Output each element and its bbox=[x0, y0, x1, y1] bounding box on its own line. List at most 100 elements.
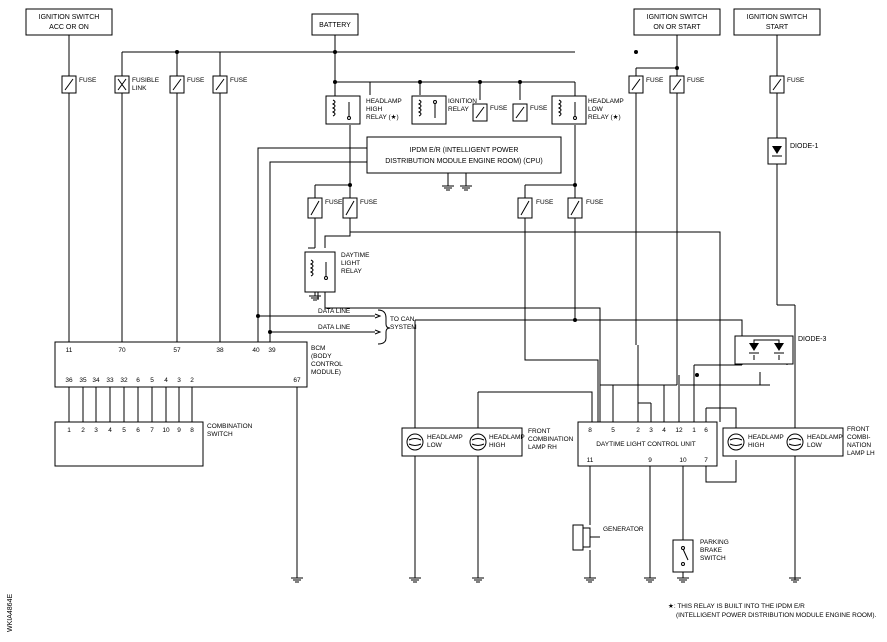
fuse-hl-low-b-label: FUSE bbox=[586, 199, 604, 206]
bcm-pin-67: 67 bbox=[293, 377, 301, 384]
ipdm-box: IPDM E/R (INTELLIGENT POWER DISTRIBUTION… bbox=[366, 136, 562, 191]
comb-switch-line1: COMBINATION bbox=[207, 423, 253, 430]
bcm-label-2: (BODY bbox=[311, 353, 332, 360]
dlcu-pin-3: 3 bbox=[649, 427, 653, 434]
bcm-pin-6: 6 bbox=[136, 377, 140, 384]
footnote-line1: ★: THIS RELAY IS BUILT INTO THE IPDM E/R bbox=[668, 602, 805, 610]
source-ign-start-line1: IGNITION SWITCH bbox=[747, 14, 808, 21]
rh-low-line1: HEADLAMP bbox=[427, 434, 463, 441]
ignition-relay-line1: IGNITION bbox=[448, 98, 477, 105]
comb-switch-line2: SWITCH bbox=[207, 431, 233, 438]
data-line-1-label: DATA LINE bbox=[318, 308, 351, 315]
daytime-light-control-unit: 8 5 2 3 4 12 1 6 DAYTIME LIGHT CONTROL U… bbox=[577, 421, 718, 467]
front-combination-lamp-rh: HEADLAMP LOW HEADLAMP HIGH FRONT COMBINA… bbox=[401, 427, 574, 457]
dlcu-pin-9: 9 bbox=[648, 457, 652, 464]
ground-symbols bbox=[291, 577, 801, 583]
dlcu-pin-1: 1 bbox=[692, 427, 696, 434]
comb-pin-6: 6 bbox=[136, 427, 140, 434]
bcm-pin-3: 3 bbox=[177, 377, 181, 384]
comb-pin-8: 8 bbox=[190, 427, 194, 434]
diode-1-label: DIODE-1 bbox=[790, 143, 819, 150]
rh-label-2: COMBINATION bbox=[528, 436, 574, 443]
dlcu-pin-12: 12 bbox=[675, 427, 683, 434]
headlamp-low-relay: HEADLAMP LOW RELAY (★) bbox=[551, 95, 624, 125]
source-ign-on-start-line1: IGNITION SWITCH bbox=[647, 14, 708, 21]
comb-pin-3: 3 bbox=[94, 427, 98, 434]
comb-pin-4: 4 bbox=[108, 427, 112, 434]
daytime-light-relay: DAYTIME LIGHT RELAY bbox=[304, 251, 370, 301]
dlcu-pin-7: 7 bbox=[704, 457, 708, 464]
fuse-ign-on-1: FUSE bbox=[628, 75, 664, 94]
bcm-label-3: CONTROL bbox=[311, 361, 343, 368]
fuse-hl-high-a: FUSE bbox=[307, 197, 343, 219]
fuse-hl-high-b: FUSE bbox=[342, 197, 378, 219]
bcm-label-4: MODULE) bbox=[311, 369, 341, 376]
figure-id: WKIA4864E bbox=[7, 594, 14, 632]
lh-label-4: LAMP LH bbox=[847, 450, 875, 457]
ipdm-line2: DISTRIBUTION MODULE ENGINE ROOM) (CPU) bbox=[385, 158, 543, 165]
to-can-line2: SYSTEM bbox=[390, 324, 417, 331]
fuse-ipdm-internal-1-label: FUSE bbox=[490, 105, 508, 112]
data-line-2-label: DATA LINE bbox=[318, 324, 351, 331]
lh-label-2: COMBI- bbox=[847, 434, 870, 441]
dlcu-pin-5: 5 bbox=[611, 427, 615, 434]
bcm-pin-39: 39 bbox=[268, 347, 276, 354]
fuse-hl-high-b-label: FUSE bbox=[360, 199, 378, 206]
dlcu-feed-wires bbox=[612, 345, 742, 422]
combination-switch: 1 2 3 4 5 6 7 10 9 8 COMBINATION SWITCH bbox=[54, 421, 253, 467]
source-ign-on-start: IGNITION SWITCH ON OR START bbox=[633, 8, 721, 36]
daytime-relay-line1: DAYTIME bbox=[341, 252, 370, 259]
daytime-relay-line2: LIGHT bbox=[341, 260, 360, 267]
rh-high-line2: HIGH bbox=[489, 442, 506, 449]
bcm-pin-70: 70 bbox=[118, 347, 126, 354]
fuse-57-label: FUSE bbox=[187, 77, 205, 84]
lh-high-line1: HEADLAMP bbox=[748, 434, 784, 441]
dlcu-pin-4: 4 bbox=[662, 427, 666, 434]
parking-brake-line2: BRAKE bbox=[700, 547, 723, 554]
generator: GENERATOR bbox=[572, 524, 644, 551]
bcm-pin-32: 32 bbox=[120, 377, 128, 384]
bcm: 11 70 57 38 40 39 36 35 34 33 32 6 5 4 3… bbox=[54, 341, 343, 388]
lh-label-1: FRONT bbox=[847, 426, 869, 433]
dlcu-pin-10: 10 bbox=[679, 457, 687, 464]
source-ign-acc-on-line2: ACC OR ON bbox=[49, 24, 89, 31]
source-ign-start: IGNITION SWITCH START bbox=[733, 8, 821, 36]
source-battery: BATTERY bbox=[311, 13, 359, 36]
dlcu-pin-6: 6 bbox=[704, 427, 708, 434]
dlcu-pin-8: 8 bbox=[588, 427, 592, 434]
fuse-hl-low-a-label: FUSE bbox=[536, 199, 554, 206]
source-battery-label: BATTERY bbox=[319, 22, 351, 29]
fuse-ipdm-internal-1: FUSE bbox=[472, 103, 508, 122]
dlcu-pin-11: 11 bbox=[587, 457, 594, 464]
ipdm-line1: IPDM E/R (INTELLIGENT POWER bbox=[410, 147, 519, 154]
lh-label-3: NATION bbox=[847, 442, 871, 449]
fuse-ign-start: FUSE bbox=[769, 75, 805, 94]
fusible-link-line2: LINK bbox=[132, 85, 147, 92]
parking-brake-line3: SWITCH bbox=[700, 555, 726, 562]
source-ign-start-line2: START bbox=[766, 24, 789, 31]
diode-3-label: DIODE-3 bbox=[798, 336, 827, 343]
rh-low-line2: LOW bbox=[427, 442, 443, 449]
rh-high-line1: HEADLAMP bbox=[489, 434, 525, 441]
fuse-ipdm-internal-2-label: FUSE bbox=[530, 105, 548, 112]
source-ign-on-start-line2: ON OR START bbox=[653, 24, 701, 31]
dlcu-label: DAYTIME LIGHT CONTROL UNIT bbox=[596, 441, 696, 448]
comb-pin-1: 1 bbox=[67, 427, 71, 434]
lh-low-line2: LOW bbox=[807, 442, 823, 449]
comb-pin-10: 10 bbox=[162, 427, 170, 434]
hl-high-relay-line1: HEADLAMP bbox=[366, 98, 402, 105]
bcm-pin-57: 57 bbox=[173, 347, 181, 354]
hl-low-relay-line3: RELAY (★) bbox=[588, 113, 621, 121]
hl-high-relay-line3: RELAY (★) bbox=[366, 113, 399, 121]
source-ign-acc-on: IGNITION SWITCH ACC OR ON bbox=[25, 8, 113, 36]
fuse-38: FUSE bbox=[212, 75, 248, 94]
bcm-pin-4: 4 bbox=[164, 377, 168, 384]
fuse-ign-on-2: FUSE bbox=[669, 75, 705, 94]
fuse-hl-high-a-label: FUSE bbox=[325, 199, 343, 206]
fusible-link: FUSIBLE LINK bbox=[114, 75, 160, 94]
comb-pin-7: 7 bbox=[150, 427, 154, 434]
bcm-pin-35: 35 bbox=[79, 377, 87, 384]
bcm-pin-34: 34 bbox=[92, 377, 100, 384]
bcm-pin-5: 5 bbox=[150, 377, 154, 384]
